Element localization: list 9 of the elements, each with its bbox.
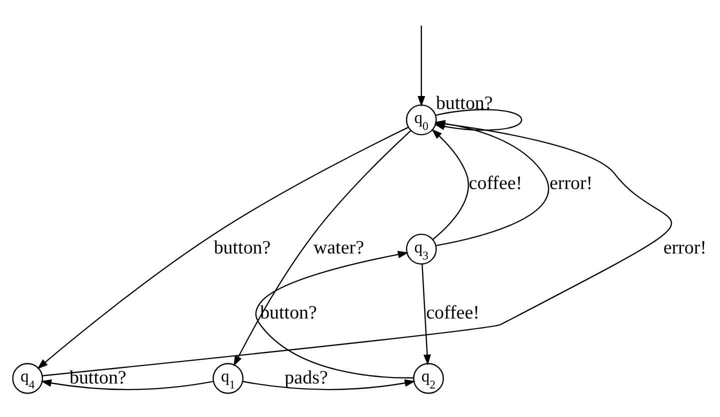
edge-label: button? (214, 237, 271, 258)
edge-label: button? (436, 92, 493, 114)
edge-label: water? (313, 237, 364, 258)
edge-label: button? (69, 366, 126, 388)
edge-label: pads? (284, 366, 328, 388)
edge-label: error! (663, 237, 706, 258)
edge-label: coffee! (426, 302, 480, 323)
edge-label: error! (549, 172, 593, 194)
edge-label: coffee! (468, 172, 522, 194)
